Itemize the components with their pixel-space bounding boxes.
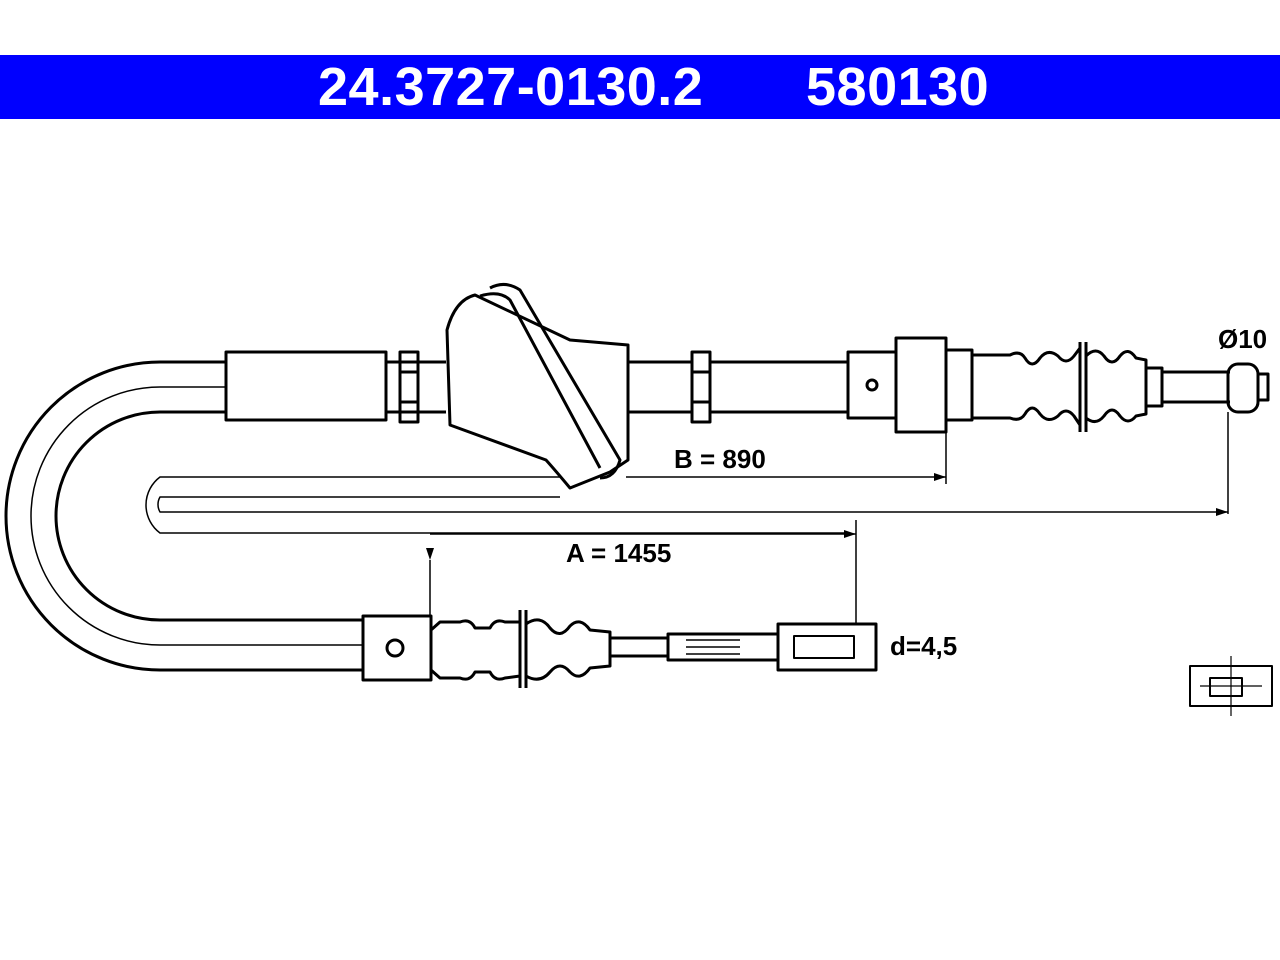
lower-clevis-end [776, 622, 878, 672]
cable-inner-sheath [54, 410, 363, 622]
upper-ferrule [224, 350, 388, 422]
wire-diameter-label: d=4,5 [890, 631, 957, 661]
right-end-fitting [846, 350, 898, 420]
rubber-grommet [445, 293, 630, 490]
reference-number: 580130 [806, 57, 990, 117]
right-end-collar [894, 336, 948, 434]
cable-centerline [30, 386, 363, 646]
cable-core-loop [145, 476, 850, 534]
cross-section-symbol [1189, 656, 1273, 716]
lower-end-fitting [361, 614, 433, 682]
upper-nut-left [398, 350, 420, 424]
diameter-label: Ø10 [1218, 324, 1267, 354]
cable-outer-sheath [4, 360, 363, 672]
part-number: 24.3727-0130.2 [318, 57, 704, 117]
upper-nut-right [690, 350, 712, 424]
right-bellows [970, 346, 1082, 427]
title-bar: 24.3727-0130.2 580130 [0, 55, 1280, 119]
dimension-b-label: B = 890 [674, 444, 766, 474]
lower-bellows [429, 619, 522, 681]
cable-end-nipple [1226, 362, 1260, 414]
dimension-a-label: A = 1455 [566, 538, 671, 568]
cable-core-loop-inner [157, 496, 1228, 513]
